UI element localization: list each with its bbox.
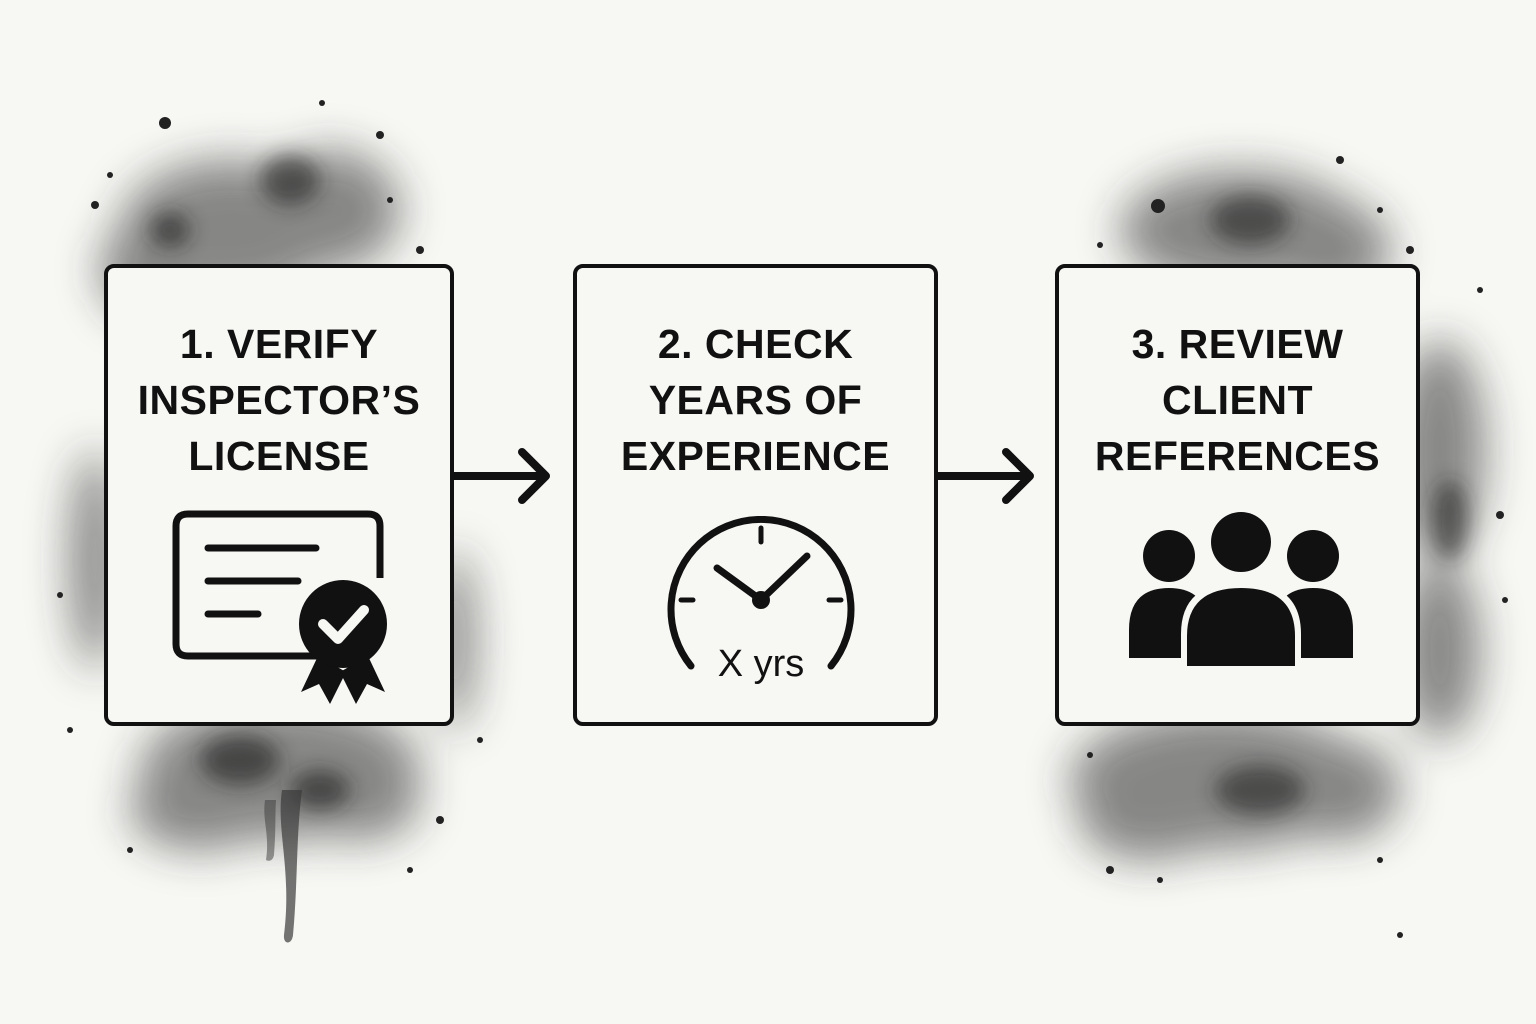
people-group-icon bbox=[1129, 508, 1353, 670]
step-2-title-line-3: EXPERIENCE bbox=[620, 433, 891, 479]
certificate-badge-icon bbox=[172, 510, 387, 704]
step-2-title-line-1: 2. CHECK bbox=[657, 321, 854, 367]
experience-years-label: X yrs bbox=[718, 643, 805, 685]
clock-gauge-icon: X yrs bbox=[667, 516, 855, 685]
step-1-title-line-1: 1. VERIFY bbox=[179, 321, 379, 367]
arrow-right-icon bbox=[452, 448, 550, 504]
step-1-title-line-3: LICENSE bbox=[188, 433, 370, 479]
step-2-card: 2. CHECK YEARS OF EXPERIENCE X yrs bbox=[573, 264, 938, 726]
step-3-title-line-1: 3. REVIEW bbox=[1131, 321, 1344, 367]
arrow-right-icon bbox=[936, 448, 1034, 504]
step-1-title: 1. VERIFY INSPECTOR’S LICENSE bbox=[108, 316, 450, 484]
step-2-title-line-2: YEARS OF bbox=[648, 377, 863, 423]
step-3-title-line-2: CLIENT bbox=[1161, 377, 1314, 423]
step-3-title: 3. REVIEW CLIENT REFERENCES bbox=[1059, 316, 1416, 484]
step-3-card: 3. REVIEW CLIENT REFERENCES bbox=[1055, 264, 1420, 726]
step-3-title-line-3: REFERENCES bbox=[1094, 433, 1381, 479]
step-1-title-line-2: INSPECTOR’S bbox=[137, 377, 421, 423]
step-2-title: 2. CHECK YEARS OF EXPERIENCE bbox=[577, 316, 934, 484]
step-1-card: 1. VERIFY INSPECTOR’S LICENSE bbox=[104, 264, 454, 726]
